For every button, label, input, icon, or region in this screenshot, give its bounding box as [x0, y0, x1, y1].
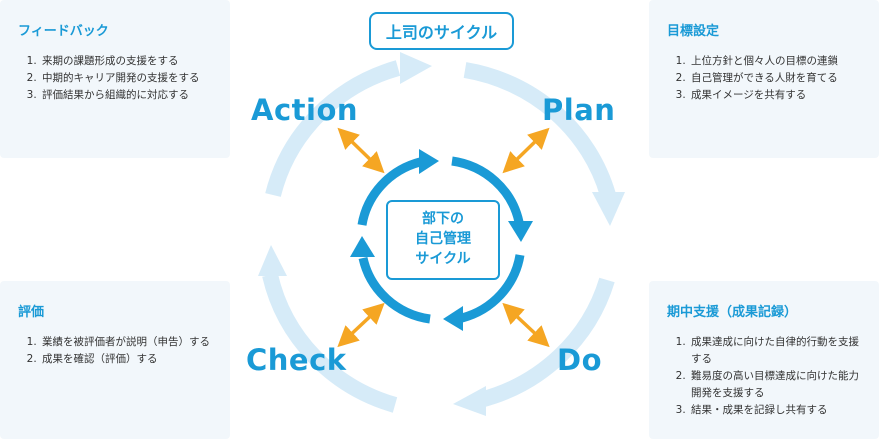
orange-arrow-check — [337, 302, 385, 348]
goal-setting-list: 上位方針と個々人の目標の連鎖 自己管理ができる人財を育てる 成果イメージを共有す… — [667, 53, 863, 104]
midterm-support-list: 成果達成に向けた自律的行動を支援する 難易度の高い目標達成に向けた能力開発を支援… — [667, 334, 863, 419]
evaluation-title: 評価 — [18, 305, 45, 320]
evaluation-panel: 評価 業績を被評価者が説明（申告）する 成果を確認（評価）する — [0, 281, 230, 439]
outer-head-top — [400, 52, 432, 84]
evaluation-item: 業績を被評価者が説明（申告）する — [40, 334, 214, 351]
evaluation-item: 成果を確認（評価）する — [40, 351, 214, 368]
orange-connectors — [337, 127, 550, 348]
inner-cycle-label: 部下の 自己管理 サイクル — [386, 200, 500, 280]
outer-cycle-arrows — [262, 60, 616, 413]
midterm-support-panel: 期中支援（成果記録） 成果達成に向けた自律的行動を支援する 難易度の高い目標達成… — [649, 281, 879, 439]
feedback-list: 来期の課題形成の支援をする 中期的キャリア開発の支援をする 評価結果から組織的に… — [18, 53, 214, 104]
orange-arrow-do — [502, 302, 550, 348]
phase-check: Check — [246, 343, 347, 377]
outer-arc-top-left — [265, 60, 401, 198]
outer-cycle-label: 上司のサイクル — [369, 12, 514, 50]
feedback-item: 来期の課題形成の支援をする — [40, 53, 214, 70]
outer-arc-bottom-left — [262, 273, 398, 413]
inner-cycle-label-line: 自己管理 — [415, 231, 471, 247]
inner-arc-top-left — [357, 157, 422, 226]
goal-setting-item: 上位方針と個々人の目標の連鎖 — [689, 53, 863, 70]
outer-head-bottom — [453, 386, 486, 416]
inner-arc-top-right — [451, 156, 524, 224]
outer-head-left — [258, 245, 287, 276]
goal-setting-item: 成果イメージを共有する — [689, 87, 863, 104]
inner-cycle-label-line: サイクル — [415, 251, 471, 267]
outer-arc-bottom-right — [477, 277, 615, 408]
phase-plan: Plan — [542, 93, 616, 127]
feedback-title: フィードバック — [18, 24, 109, 39]
inner-cycle-arrows — [357, 156, 525, 324]
goal-setting-title: 目標設定 — [667, 24, 720, 39]
phase-do: Do — [557, 343, 602, 377]
inner-head-bottom — [443, 306, 463, 331]
evaluation-list: 業績を被評価者が説明（申告）する 成果を確認（評価）する — [18, 334, 214, 368]
inner-arc-bottom-left — [358, 256, 431, 324]
inner-head-right — [508, 221, 533, 242]
inner-head-left — [350, 236, 375, 257]
phase-action: Action — [251, 93, 359, 127]
orange-arrow-action — [337, 127, 385, 174]
midterm-support-item: 成果達成に向けた自律的行動を支援する — [689, 334, 863, 368]
inner-cycle-label-line: 部下の — [422, 211, 464, 227]
outer-cycle-heads — [258, 52, 625, 416]
outer-arc-top-right — [463, 62, 616, 198]
inner-cycle-heads — [350, 149, 533, 331]
orange-arrow-plan — [502, 127, 550, 174]
feedback-item: 中期的キャリア開発の支援をする — [40, 70, 214, 87]
midterm-support-item: 結果・成果を記録し共有する — [689, 402, 863, 419]
feedback-panel: フィードバック 来期の課題形成の支援をする 中期的キャリア開発の支援をする 評価… — [0, 0, 230, 158]
outer-head-right — [592, 192, 625, 226]
inner-head-top — [419, 149, 439, 174]
midterm-support-title: 期中支援（成果記録） — [667, 305, 798, 320]
goal-setting-item: 自己管理ができる人財を育てる — [689, 70, 863, 87]
inner-arc-bottom-right — [460, 254, 525, 323]
midterm-support-item: 難易度の高い目標達成に向けた能力開発を支援する — [689, 368, 863, 402]
feedback-item: 評価結果から組織的に対応する — [40, 87, 214, 104]
goal-setting-panel: 目標設定 上位方針と個々人の目標の連鎖 自己管理ができる人財を育てる 成果イメー… — [649, 0, 879, 158]
